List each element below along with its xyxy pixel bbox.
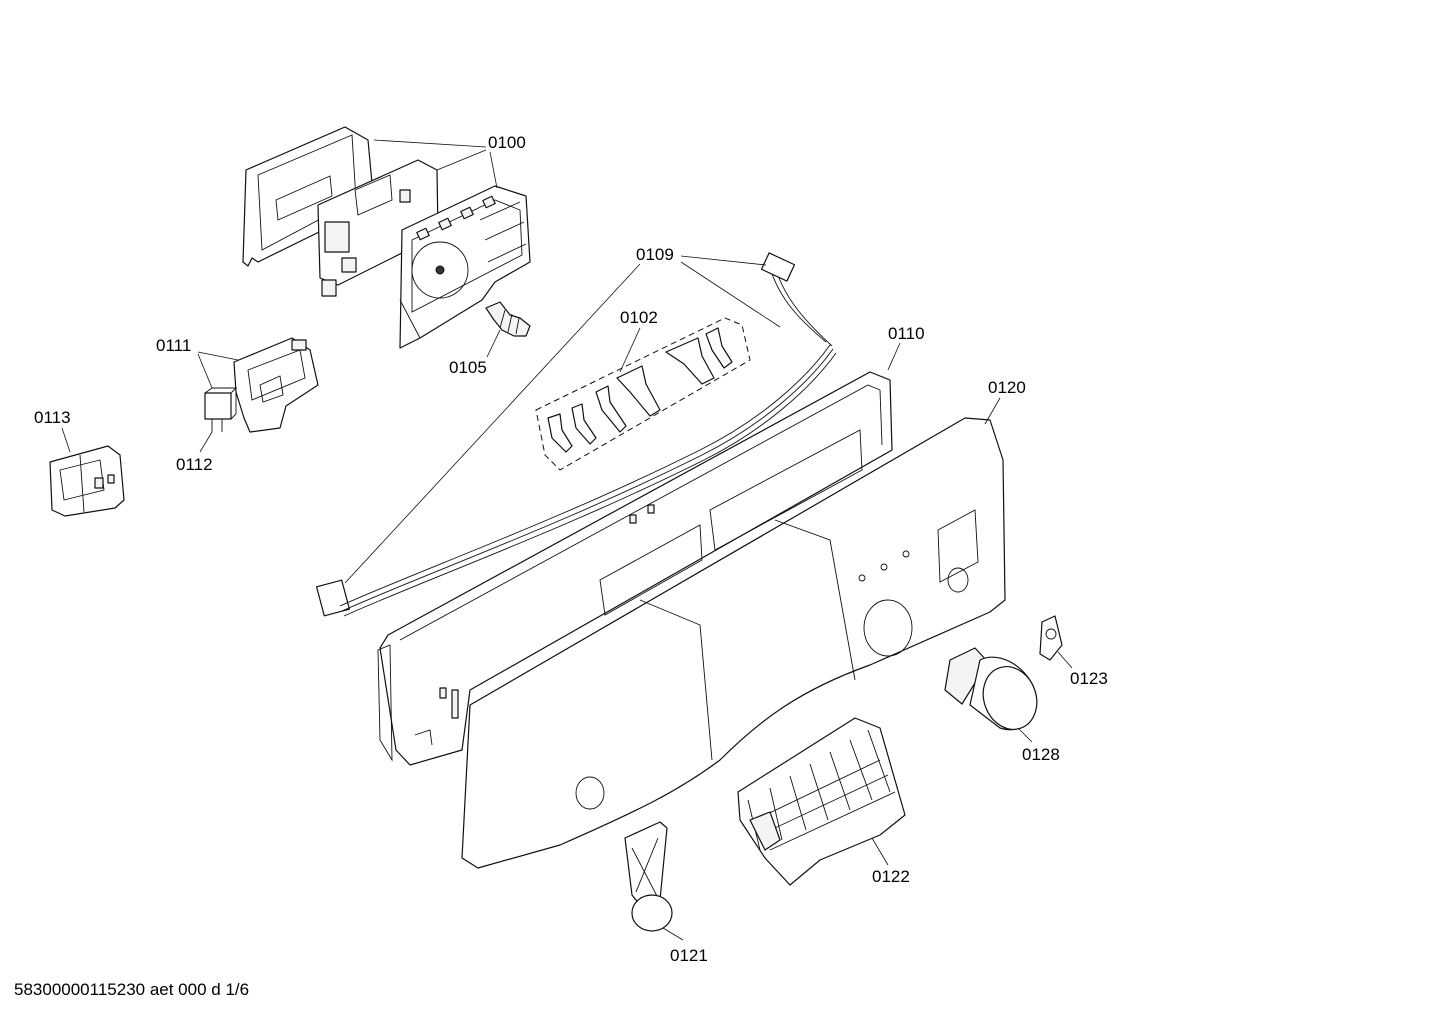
leader-0110: [887, 342, 901, 371]
part-0110-panel-frame: [377, 371, 893, 766]
label-0100: 0100: [488, 133, 526, 152]
leader-0111: [197, 351, 239, 389]
part-0105-lamp: [485, 301, 531, 337]
label-0112: 0112: [176, 455, 213, 474]
part-0102-connector-set: [535, 317, 751, 471]
leader-0112: [199, 431, 213, 453]
label-0109: 0109: [636, 245, 674, 264]
part-0112-capacitor: [204, 387, 238, 432]
label-0128: 0128: [1022, 745, 1060, 764]
part-0113-switch-module: [49, 445, 125, 517]
part-0100-electronic-module: [242, 126, 531, 349]
label-0102: 0102: [620, 308, 658, 327]
document-reference: 58300000115230 aet 000 d 1/6: [14, 980, 250, 999]
leader-0122: [871, 837, 889, 866]
leader-0113: [61, 427, 71, 453]
part-0128-knob: [944, 647, 1038, 731]
leader-0102: [619, 327, 641, 373]
leader-0123: [1057, 651, 1073, 669]
leader-0121: [662, 927, 684, 941]
part-0121-push-rod: [624, 821, 673, 932]
label-0120: 0120: [988, 378, 1026, 397]
part-0111-door-lock: [233, 337, 319, 433]
label-0121: 0121: [670, 946, 708, 965]
part-0120-facia-panel: [461, 417, 1006, 869]
label-0113: 0113: [34, 408, 71, 427]
part-0109-cable-harness: [315, 252, 837, 617]
leader-0105: [486, 329, 501, 358]
label-0122: 0122: [872, 867, 910, 886]
part-0122-drawer-insert: [737, 717, 906, 886]
part-0123-button: [1039, 615, 1063, 661]
label-0111: 0111: [156, 336, 191, 355]
leader-0128: [1017, 727, 1033, 743]
leader-0120: [984, 397, 1001, 425]
leader-0100: [373, 139, 498, 189]
label-0110: 0110: [888, 324, 925, 343]
label-0123: 0123: [1070, 669, 1108, 688]
leader-0109: [344, 255, 781, 584]
label-0105: 0105: [449, 358, 487, 377]
